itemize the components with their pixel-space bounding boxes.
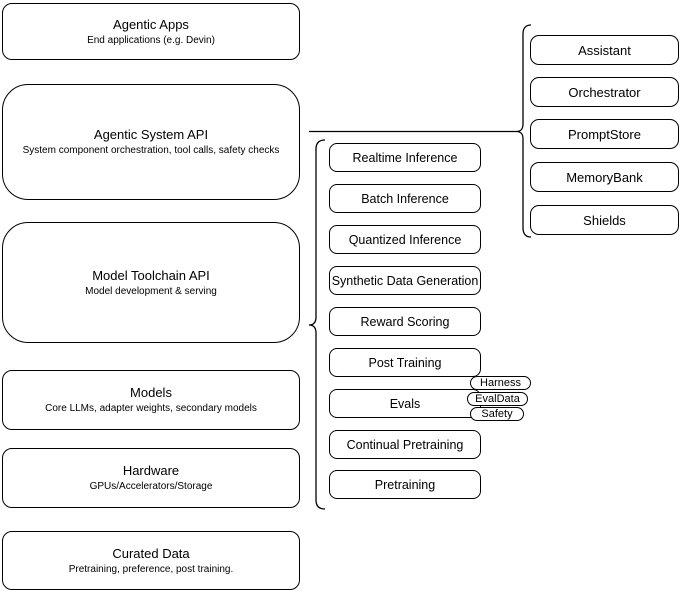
pill-label: Safety (481, 408, 513, 420)
component-shields[interactable]: Shields (530, 205, 679, 235)
node-label: Continual Pretraining (346, 437, 464, 452)
eval-tag-safety[interactable]: Safety (470, 407, 524, 421)
node-title: Agentic Apps (113, 16, 189, 32)
toolchain-item-pretraining[interactable]: Pretraining (329, 470, 481, 499)
node-label: Assistant (578, 42, 631, 58)
pill-label: EvalData (475, 393, 520, 405)
node-subtitle: End applications (e.g. Devin) (87, 34, 215, 46)
node-model-toolchain-api[interactable]: Model Toolchain API Model development & … (2, 222, 300, 343)
node-label: Realtime Inference (352, 150, 458, 165)
node-label: Pretraining (374, 477, 436, 492)
node-label: PromptStore (568, 126, 641, 142)
eval-tag-evaldata[interactable]: EvalData (467, 392, 528, 406)
toolchain-item-realtime-inference[interactable]: Realtime Inference (329, 143, 481, 172)
node-label: Evals (389, 396, 421, 411)
node-subtitle: System component orchestration, tool cal… (22, 145, 280, 156)
toolchain-item-synthetic-data-generation[interactable]: Synthetic Data Generation (329, 266, 481, 295)
node-title: Model Toolchain API (92, 267, 210, 283)
node-hardware[interactable]: Hardware GPUs/Accelerators/Storage (2, 448, 300, 508)
node-agentic-system-api[interactable]: Agentic System API System component orch… (2, 84, 300, 200)
node-title: Curated Data (112, 545, 190, 561)
eval-tag-harness[interactable]: Harness (470, 376, 531, 390)
node-label: Shields (583, 212, 626, 228)
node-label: MemoryBank (566, 169, 643, 185)
component-promptstore[interactable]: PromptStore (530, 119, 679, 149)
node-title: Models (130, 385, 172, 400)
node-agentic-apps[interactable]: Agentic Apps End applications (e.g. Devi… (2, 3, 300, 60)
toolchain-item-reward-scoring[interactable]: Reward Scoring (329, 307, 481, 336)
toolchain-item-post-training[interactable]: Post Training (329, 348, 481, 377)
node-subtitle: GPUs/Accelerators/Storage (89, 481, 213, 492)
component-orchestrator[interactable]: Orchestrator (530, 77, 679, 107)
node-label: Quantized Inference (348, 232, 462, 247)
node-label: Batch Inference (361, 191, 449, 206)
node-subtitle: Pretraining, preference, post training. (68, 563, 234, 575)
toolchain-item-batch-inference[interactable]: Batch Inference (329, 184, 481, 213)
component-assistant[interactable]: Assistant (530, 35, 679, 65)
node-subtitle: Model development & serving (85, 285, 217, 297)
node-label: Orchestrator (568, 84, 641, 100)
node-models[interactable]: Models Core LLMs, adapter weights, secon… (2, 370, 300, 430)
pill-label: Harness (480, 377, 521, 389)
node-label: Post Training (368, 355, 442, 370)
node-title: Agentic System API (93, 127, 209, 142)
toolchain-item-continual-pretraining[interactable]: Continual Pretraining (329, 430, 481, 459)
node-label: Synthetic Data Generation (331, 273, 479, 288)
component-memorybank[interactable]: MemoryBank (530, 162, 679, 192)
components-brace (515, 24, 532, 238)
toolchain-item-evals[interactable]: Evals (329, 389, 481, 418)
node-subtitle: Core LLMs, adapter weights, secondary mo… (45, 403, 257, 414)
toolchain-brace (308, 139, 326, 510)
node-label: Reward Scoring (360, 314, 450, 329)
toolchain-item-quantized-inference[interactable]: Quantized Inference (329, 225, 481, 254)
node-title: Hardware (122, 463, 180, 478)
node-curated-data[interactable]: Curated Data Pretraining, preference, po… (2, 531, 300, 590)
